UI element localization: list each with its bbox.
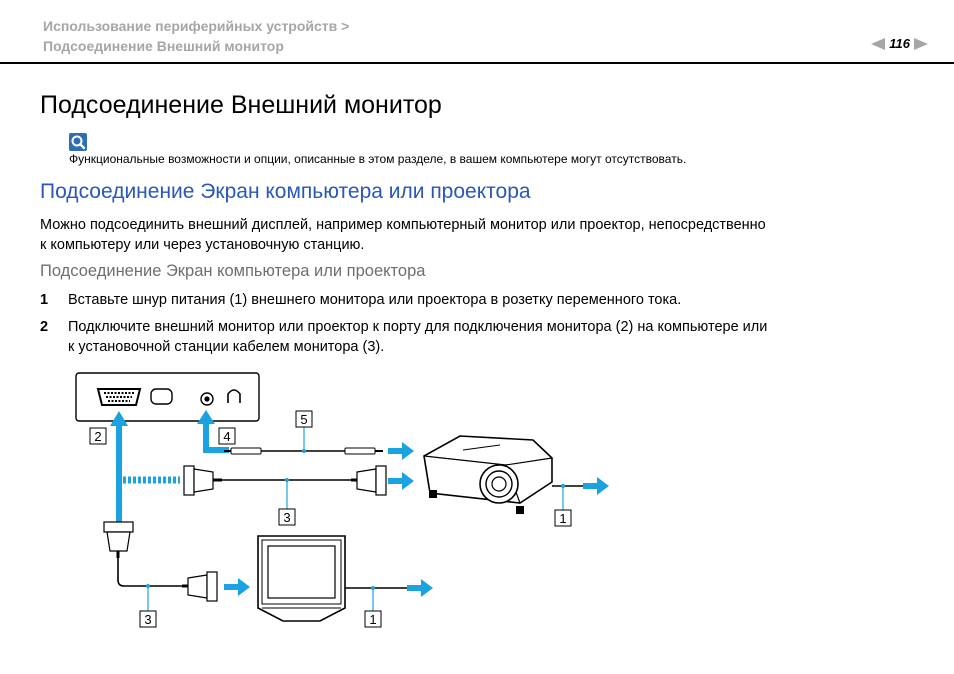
header-divider (0, 62, 954, 64)
callout-1-monitor: 1 (364, 610, 382, 628)
vga-port-icon (96, 388, 142, 406)
monitor-power-arrow-icon (407, 579, 433, 597)
callout-1-projector: 1 (554, 509, 572, 527)
callout-4: 4 (218, 427, 236, 445)
previous-page-arrow-icon[interactable] (871, 37, 886, 50)
audio-port-icon (200, 392, 214, 406)
callout-5: 5 (295, 410, 313, 428)
docking-vga-connector (103, 521, 218, 602)
computer-port-panel (75, 372, 260, 422)
svg-text:3: 3 (144, 612, 151, 627)
page-navigation: 116 (871, 36, 928, 51)
magnifier-icon (69, 133, 87, 151)
audio-arrow-up (197, 410, 229, 453)
svg-text:5: 5 (300, 412, 307, 427)
audio-cable (224, 447, 383, 455)
usb-port-icon (150, 388, 173, 405)
external-monitor (257, 535, 346, 622)
callout-3-lower: 3 (139, 610, 157, 628)
section-intro: Можно подсоединить внешний дисплей, напр… (40, 216, 870, 255)
vga-arrow-up (110, 411, 128, 522)
page-number: 116 (889, 36, 910, 51)
svg-text:4: 4 (223, 429, 230, 444)
svg-text:1: 1 (369, 612, 376, 627)
intro-line-2: к компьютеру или через установочную стан… (40, 236, 365, 253)
breadcrumb-line-1[interactable]: Использование периферийных устройств > (43, 18, 350, 34)
page-title: Подсоединение Внешний монитор (40, 91, 442, 119)
next-page-arrow-icon[interactable] (914, 37, 928, 50)
projector-power-arrow-icon (583, 477, 609, 495)
step-text-line-2: к установочной станции кабелем монитора … (68, 338, 385, 355)
svg-text:3: 3 (283, 510, 290, 525)
callout-2: 2 (89, 427, 107, 445)
step-number: 2 (40, 319, 49, 335)
vga-arrow-right-icon (388, 472, 414, 490)
svg-text:2: 2 (94, 429, 101, 444)
section-heading: Подсоединение Экран компьютера или проек… (40, 180, 531, 203)
breadcrumb: Использование периферийных устройств > П… (43, 16, 349, 56)
projector-vga-cable (183, 465, 387, 496)
audio-arrow-right-icon (388, 442, 414, 460)
svg-text:1: 1 (559, 511, 566, 526)
subsection-heading: Подсоединение Экран компьютера или проек… (40, 262, 426, 280)
step-text-line-1: Вставьте шнур питания (1) внешнего монит… (68, 292, 682, 308)
breadcrumb-line-2: Подсоединение Внешний монитор (43, 38, 284, 54)
callout-3-upper: 3 (278, 508, 296, 526)
headphone-icon (227, 389, 241, 403)
note-text: Функциональные возможности и опции, опис… (69, 152, 687, 166)
step-text-line-1: Подключите внешний монитор или проектор … (68, 319, 768, 335)
step-number: 1 (40, 292, 49, 308)
intro-line-1: Можно подсоединить внешний дисплей, напр… (40, 217, 766, 233)
projector (423, 435, 553, 514)
monitor-vga-arrow-icon (224, 578, 250, 596)
